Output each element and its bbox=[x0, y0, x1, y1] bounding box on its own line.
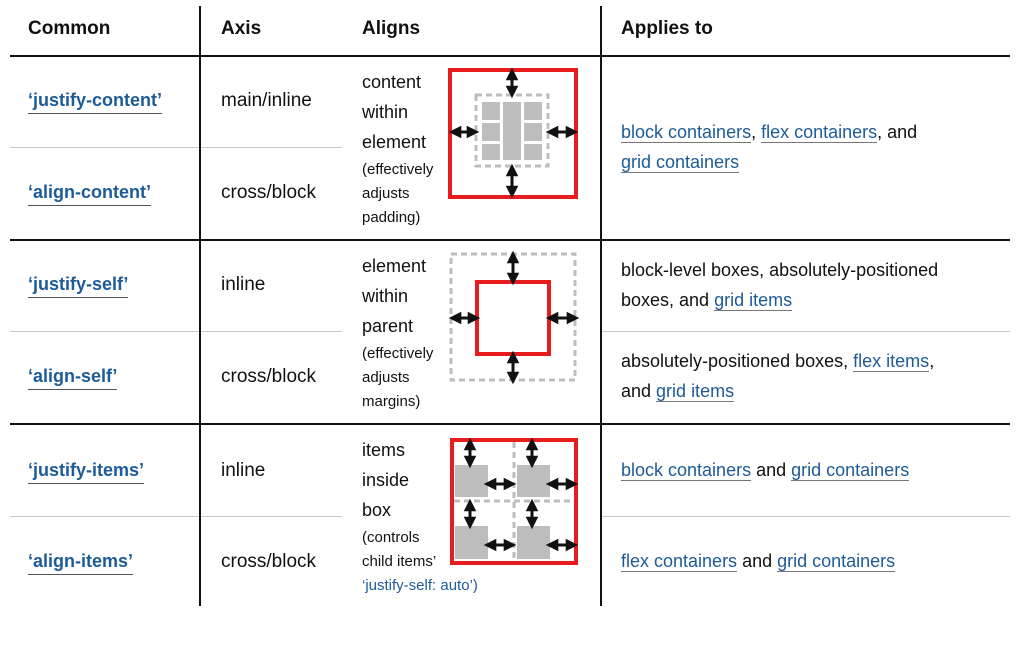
row-group-rule-2 bbox=[10, 423, 1010, 425]
header-rule bbox=[10, 55, 1010, 57]
aligns-self-line2: within bbox=[362, 286, 409, 306]
item-block bbox=[455, 465, 488, 497]
header-aligns: Aligns bbox=[362, 18, 421, 39]
row-divider bbox=[602, 331, 1010, 332]
grid-items-link[interactable]: grid items bbox=[714, 290, 793, 311]
flex-containers-link[interactable]: flex containers bbox=[621, 551, 738, 572]
block-containers-link[interactable]: block containers bbox=[621, 122, 752, 143]
aligns-content-sub2: adjusts bbox=[362, 185, 410, 202]
flex-containers-link[interactable]: flex containers bbox=[761, 122, 878, 143]
applies-justify-items: block containers and grid containers bbox=[621, 455, 1006, 485]
prop-justify-self-link[interactable]: ‘justify-self’ bbox=[28, 273, 129, 298]
element-box bbox=[475, 280, 551, 356]
item-block bbox=[455, 526, 488, 559]
separator: and bbox=[737, 551, 778, 571]
applies-text: boxes, and bbox=[621, 290, 715, 310]
separator: , bbox=[929, 351, 935, 371]
aligns-content-sub1: (effectively bbox=[362, 161, 434, 178]
aligns-items-sub2: child items’ bbox=[362, 553, 437, 570]
content-block bbox=[482, 144, 500, 160]
aligns-self-sub2: adjusts bbox=[362, 369, 410, 386]
applies-align-self: absolutely-positioned boxes, flex items,… bbox=[621, 346, 1006, 406]
applies-justify-self: block-level boxes, absolutely-positioned… bbox=[621, 255, 1006, 315]
grid-containers-link[interactable]: grid containers bbox=[791, 460, 910, 481]
header-applies-to: Applies to bbox=[621, 18, 713, 39]
aligns-content-line3: element bbox=[362, 132, 427, 152]
grid-containers-link[interactable]: grid containers bbox=[621, 152, 740, 173]
separator: , bbox=[751, 122, 762, 142]
row-divider bbox=[10, 331, 342, 332]
aligns-content-line2: within bbox=[362, 102, 409, 122]
grid-containers-link[interactable]: grid containers bbox=[777, 551, 896, 572]
separator: , and bbox=[877, 122, 918, 142]
aligns-content-line1: content bbox=[362, 72, 422, 92]
prop-justify-content-link[interactable]: ‘justify-content’ bbox=[28, 89, 162, 114]
prop-align-items-link[interactable]: ‘align-items’ bbox=[28, 550, 134, 575]
prop-justify-items-link[interactable]: ‘justify-items’ bbox=[28, 459, 145, 484]
content-block bbox=[524, 144, 542, 160]
header-common: Common bbox=[28, 18, 111, 39]
row-group-rule-1 bbox=[10, 239, 1010, 241]
justify-self-auto-link[interactable]: ‘justify-self: auto’) bbox=[362, 577, 478, 594]
prop-align-self-link[interactable]: ‘align-self’ bbox=[28, 365, 118, 390]
prop-align-content-link[interactable]: ‘align-content’ bbox=[28, 181, 151, 206]
separator: and bbox=[751, 460, 792, 480]
item-block bbox=[517, 526, 550, 559]
axis-align-content: cross/block bbox=[221, 182, 317, 203]
items-alignment-diagram bbox=[450, 437, 579, 565]
self-alignment-diagram bbox=[448, 250, 580, 385]
aligns-self-sub1: (effectively bbox=[362, 345, 434, 362]
axis-justify-items: inline bbox=[221, 460, 266, 481]
aligns-items-sub1: (controls bbox=[362, 529, 420, 546]
header-axis: Axis bbox=[221, 18, 262, 39]
content-block bbox=[482, 123, 500, 141]
applies-text: absolutely-positioned boxes, bbox=[621, 351, 854, 371]
aligns-items-line1: items bbox=[362, 440, 406, 460]
axis-justify-content: main/inline bbox=[221, 90, 312, 111]
content-alignment-diagram bbox=[448, 67, 579, 199]
aligns-items-line3: box bbox=[362, 500, 392, 520]
content-block bbox=[524, 102, 542, 120]
content-block bbox=[524, 123, 542, 141]
aligns-self-line1: element bbox=[362, 256, 427, 276]
aligns-items-line2: inside bbox=[362, 470, 410, 490]
column-rule-2 bbox=[600, 6, 602, 606]
column-rule-1 bbox=[199, 6, 201, 606]
grid-items-link[interactable]: grid items bbox=[656, 381, 735, 402]
content-block bbox=[482, 102, 500, 120]
applies-text: block-level boxes, absolutely-positioned bbox=[621, 260, 939, 280]
applies-content: block containers, flex containers, and g… bbox=[621, 117, 1006, 177]
aligns-self-sub3: margins) bbox=[362, 393, 421, 410]
applies-text: and bbox=[621, 381, 657, 401]
axis-align-items: cross/block bbox=[221, 551, 317, 572]
aligns-self-line3: parent bbox=[362, 316, 414, 336]
applies-align-items: flex containers and grid containers bbox=[621, 546, 1006, 576]
row-divider bbox=[10, 147, 342, 148]
row-divider bbox=[10, 516, 342, 517]
content-block bbox=[503, 110, 521, 160]
flex-items-link[interactable]: flex items bbox=[853, 351, 930, 372]
axis-align-self: cross/block bbox=[221, 366, 317, 387]
aligns-content-sub3: padding) bbox=[362, 209, 421, 226]
row-divider bbox=[602, 516, 1010, 517]
box-outline bbox=[450, 438, 578, 565]
block-containers-link[interactable]: block containers bbox=[621, 460, 752, 481]
axis-justify-self: inline bbox=[221, 274, 266, 295]
item-block bbox=[517, 465, 550, 497]
